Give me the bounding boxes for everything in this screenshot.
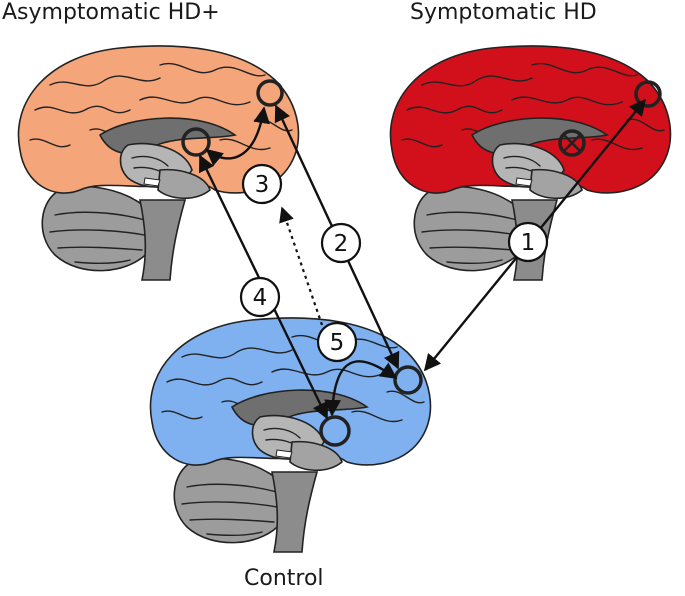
sym-frontal-roi-icon [634, 80, 662, 108]
svg-text:4: 4 [253, 285, 268, 311]
comparison-badge-4: 4 [239, 276, 281, 318]
asym-frontal-roi-icon [256, 79, 284, 107]
control-label: Control [244, 566, 324, 591]
comparison-badge-1: 1 [507, 221, 549, 263]
symptomatic-label: Symptomatic HD [410, 0, 597, 25]
svg-text:5: 5 [330, 330, 345, 356]
svg-text:2: 2 [334, 231, 349, 257]
svg-text:3: 3 [255, 172, 270, 198]
asymptomatic-brain [17, 45, 300, 281]
control-brain [149, 317, 432, 553]
arrow-5 [324, 360, 398, 417]
asymptomatic-label: Asymptomatic HD+ [2, 0, 220, 25]
dotted-arrow [279, 206, 324, 326]
svg-text:1: 1 [521, 230, 536, 256]
comparison-badge-2: 2 [320, 222, 362, 264]
comparison-badge-3: 3 [241, 163, 283, 205]
control-subcortical-roi-icon [319, 415, 351, 447]
comparison-badge-5: 5 [316, 321, 358, 363]
